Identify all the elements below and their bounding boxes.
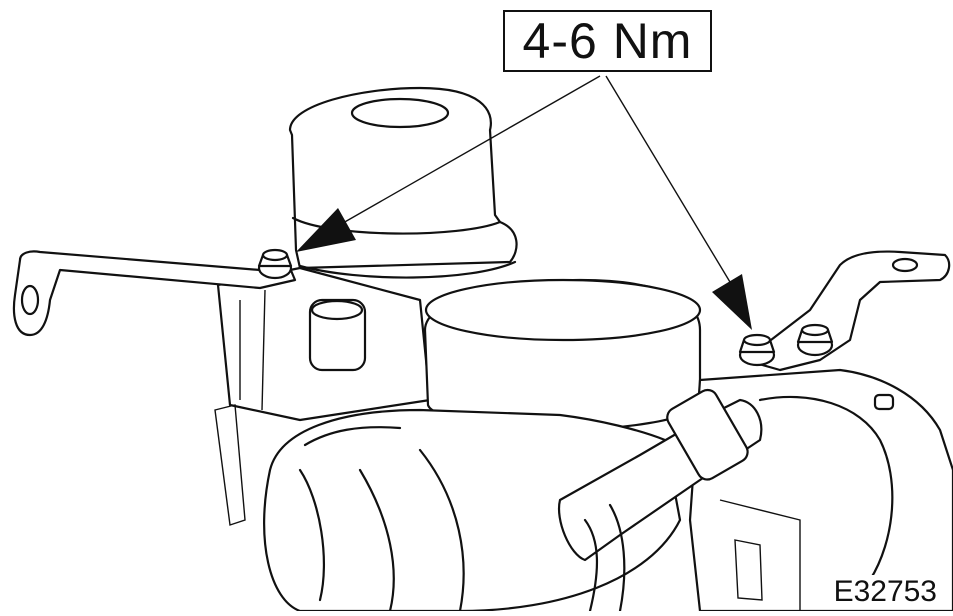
connector-pipe xyxy=(557,388,763,613)
figure-reference: E32753 xyxy=(831,575,939,609)
left-bracket xyxy=(12,248,297,337)
torque-label: 4-6 Nm xyxy=(522,13,693,69)
front-canister xyxy=(423,278,702,432)
right-bracket xyxy=(738,250,951,372)
leader-lines xyxy=(321,75,737,293)
turbine-housing xyxy=(214,404,682,613)
left-bolt xyxy=(257,248,293,280)
arrow-left-bolt xyxy=(296,208,356,252)
right-bolt-front xyxy=(738,333,776,367)
arrow-right-bolt xyxy=(712,274,752,330)
mounting-body xyxy=(216,266,432,422)
right-bolt-rear xyxy=(796,323,834,357)
actuator-canister xyxy=(288,86,518,279)
torque-callout: 4-6 Nm xyxy=(503,10,712,72)
